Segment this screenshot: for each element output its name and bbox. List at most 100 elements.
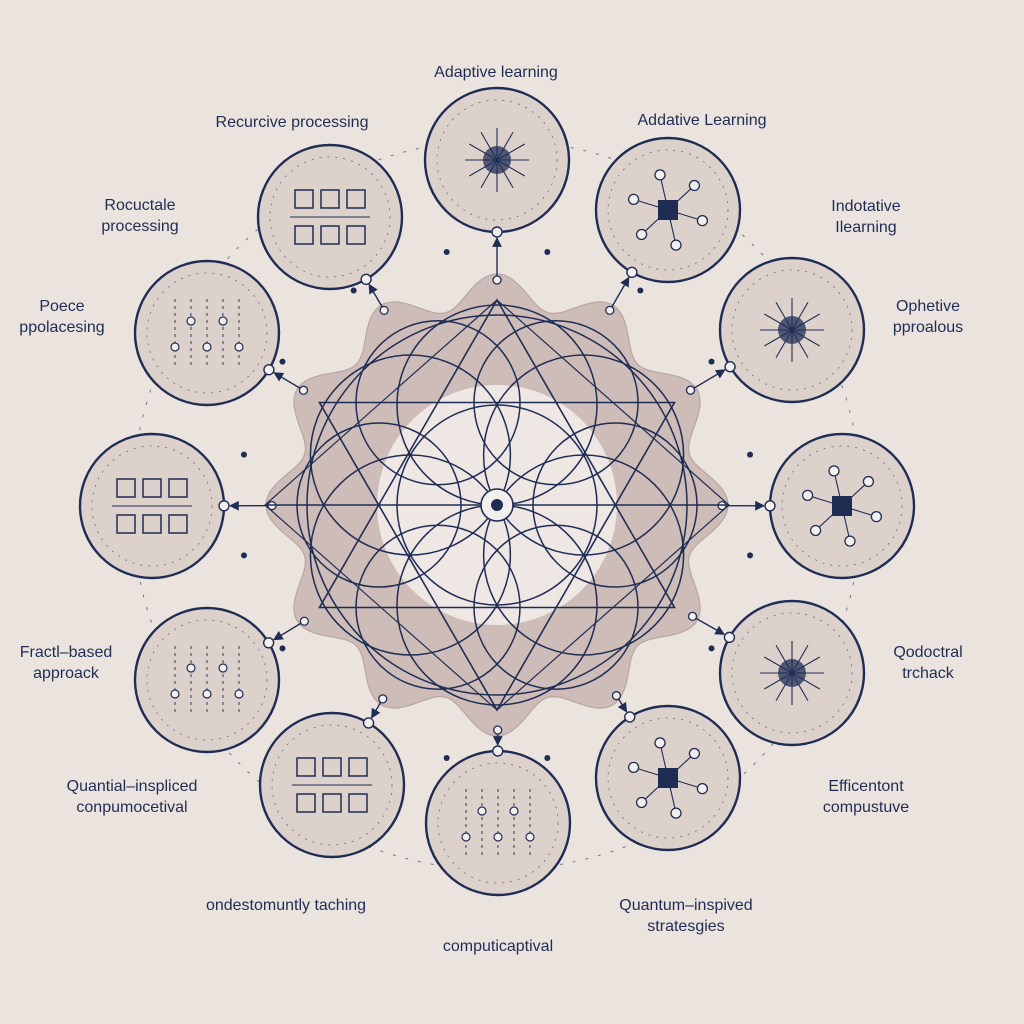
label-recursive-processing-top: Recurcive processing <box>216 112 369 133</box>
connector-arrow <box>693 616 725 634</box>
motif-node <box>629 762 639 772</box>
node-port <box>493 746 503 756</box>
ring-dot <box>544 755 550 761</box>
connector-arrow <box>610 277 629 310</box>
motif-node <box>637 229 647 239</box>
motif-node <box>845 536 855 546</box>
ring-dot <box>241 452 247 458</box>
ring-dot <box>279 645 285 651</box>
motif-core <box>483 146 511 174</box>
motif-bead <box>219 664 227 672</box>
ring-dot <box>444 249 450 255</box>
node-bottom-right <box>596 706 740 850</box>
motif-node <box>871 512 881 522</box>
ring-dot <box>747 452 753 458</box>
node-top-left <box>258 145 402 289</box>
connector-dot <box>494 726 502 734</box>
motif-bead <box>171 343 179 351</box>
ring-dot <box>544 249 550 255</box>
node-lower-left <box>135 608 279 752</box>
node-port <box>725 362 735 372</box>
node-port <box>724 632 734 642</box>
ring-dot <box>351 287 357 293</box>
node-port <box>364 718 374 728</box>
node-upper-left <box>135 261 279 405</box>
connector-dot <box>299 386 307 394</box>
label-quantum-computational-left: Quantial–insplicedconpumocetival <box>67 776 198 818</box>
motif-node <box>671 240 681 250</box>
motif-node <box>829 466 839 476</box>
node-port <box>765 501 775 511</box>
node-port <box>627 267 637 277</box>
ring-dot <box>747 552 753 558</box>
node-bottom <box>426 746 570 895</box>
label-computational-bottom: computicaptival <box>443 936 553 957</box>
motif-bead <box>235 343 243 351</box>
ring-dot <box>444 755 450 761</box>
motif-node <box>689 181 699 191</box>
motif-node <box>629 194 639 204</box>
ring-dot <box>241 552 247 558</box>
node-upper-right <box>720 258 864 402</box>
node-port <box>264 365 274 375</box>
motif-node <box>863 477 873 487</box>
motif-core <box>778 659 806 687</box>
motif-node <box>655 170 665 180</box>
node-top <box>425 88 569 237</box>
connector-dot <box>606 306 614 314</box>
motif-bead <box>494 833 502 841</box>
label-adaptive-learning-top: Adaptive learning <box>434 62 558 83</box>
motif-bead <box>235 690 243 698</box>
motif-node <box>803 490 813 500</box>
connector-dot <box>687 386 695 394</box>
motif-node <box>637 797 647 807</box>
node-circle <box>135 608 279 752</box>
motif-bead <box>203 343 211 351</box>
connector-dot <box>689 612 697 620</box>
label-adaptive-learning-right: Addative Learning <box>638 110 767 131</box>
motif-bead <box>510 807 518 815</box>
connector-dot <box>379 695 387 703</box>
connector-dot <box>380 306 388 314</box>
connector-dot <box>300 617 308 625</box>
ring-dot <box>279 359 285 365</box>
node-lower-right <box>720 601 864 745</box>
motif-bead <box>171 690 179 698</box>
node-port <box>361 274 371 284</box>
motif-bead <box>478 807 486 815</box>
motif-bead <box>203 690 211 698</box>
motif-node <box>697 216 707 226</box>
motif-bead <box>219 317 227 325</box>
motif-node <box>697 784 707 794</box>
node-port <box>219 501 229 511</box>
node-left <box>80 434 229 578</box>
connector-arrow <box>274 373 303 390</box>
node-circle <box>426 751 570 895</box>
motif-node <box>655 738 665 748</box>
motif-node <box>671 808 681 818</box>
node-right <box>765 434 914 578</box>
motif-bead <box>187 664 195 672</box>
node-port <box>625 712 635 722</box>
motif-node <box>811 525 821 535</box>
motif-core <box>778 316 806 344</box>
node-port <box>264 638 274 648</box>
connector-dot <box>612 692 620 700</box>
label-understanding-teaching: ondestomuntly taching <box>206 895 366 916</box>
motif-node <box>689 749 699 759</box>
ring-dot <box>637 287 643 293</box>
node-port <box>492 227 502 237</box>
node-bottom-left <box>260 713 404 857</box>
motif-bead <box>462 833 470 841</box>
connector-dot <box>493 276 501 284</box>
motif-bead <box>526 833 534 841</box>
